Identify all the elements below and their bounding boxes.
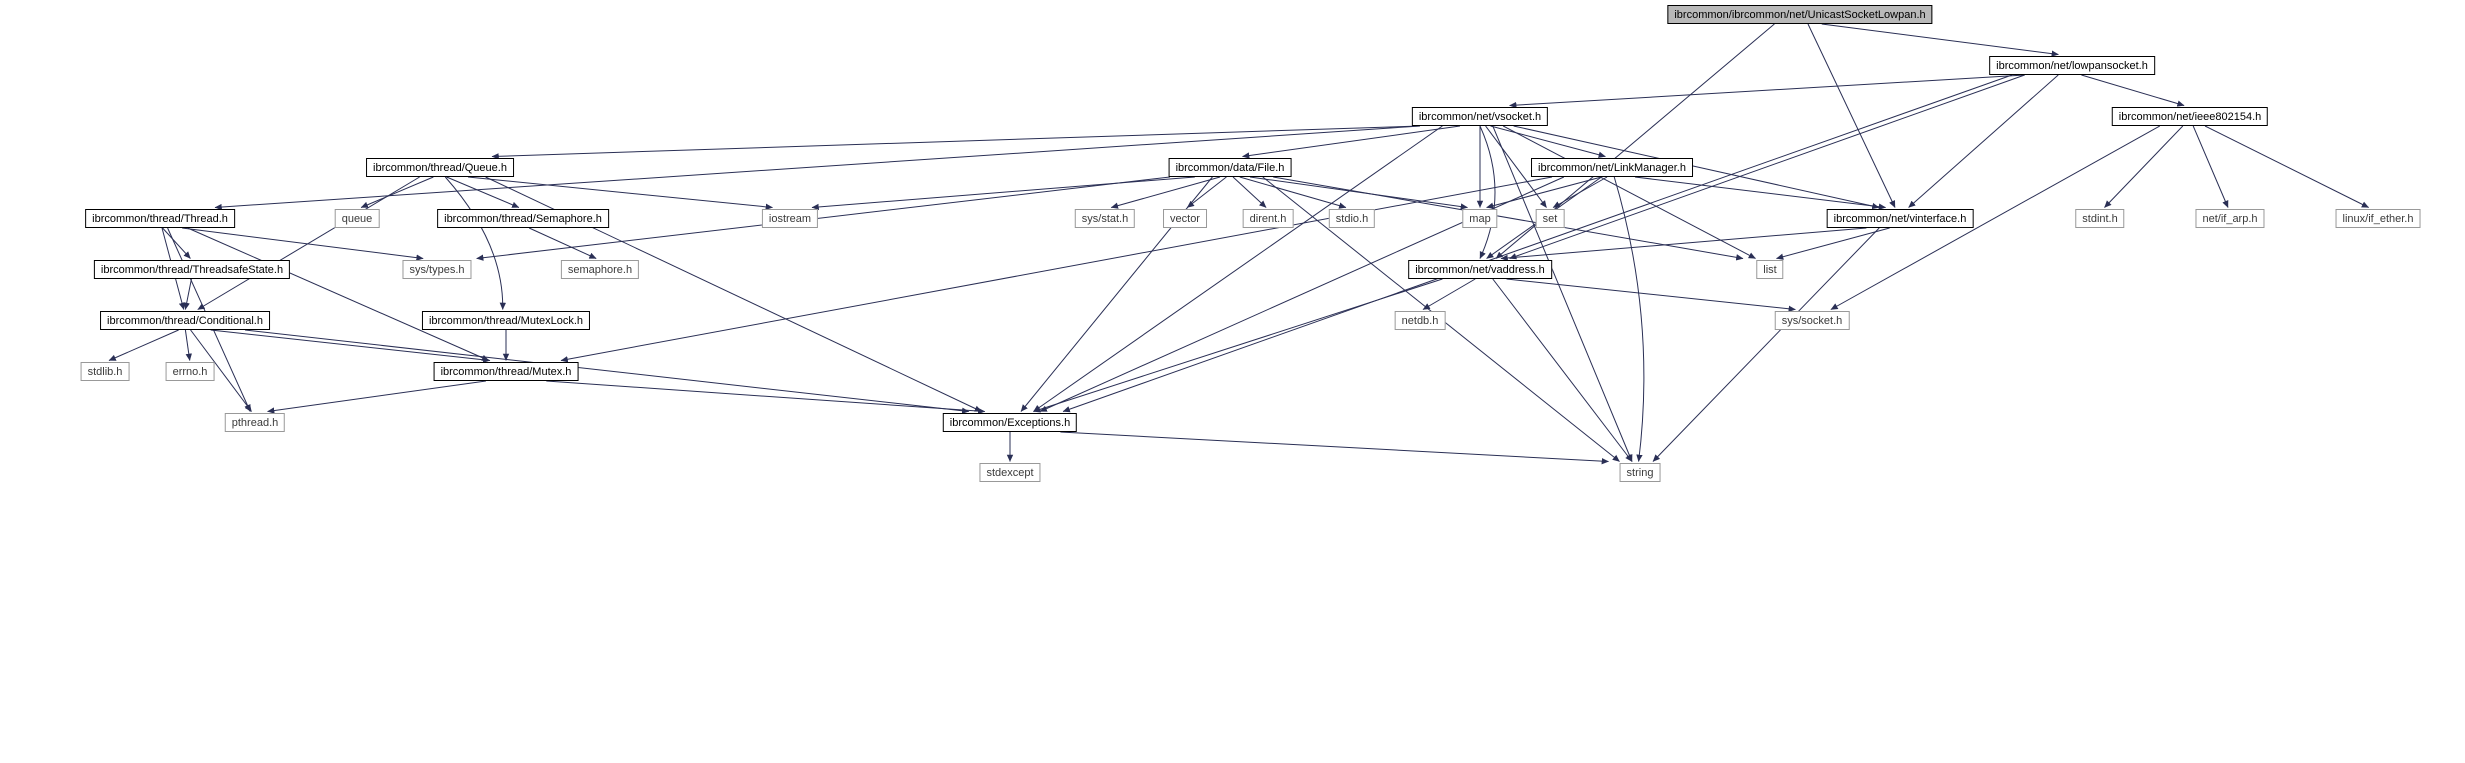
edge-file_h-sys_stat bbox=[1110, 176, 1221, 209]
edge-conditional-pthread bbox=[190, 329, 252, 412]
edge-vsocket-linkmanager bbox=[1490, 125, 1606, 158]
edge-ieee802154-if_arp bbox=[2192, 125, 2229, 208]
edge-ieee802154-if_ether bbox=[2204, 125, 2369, 208]
node-dirent: dirent.h bbox=[1242, 209, 1294, 228]
node-if_arp: net/if_arp.h bbox=[2195, 209, 2265, 228]
node-vsocket[interactable]: ibrcommon/net/vsocket.h bbox=[1411, 107, 1549, 126]
node-vinterface[interactable]: ibrcommon/net/vinterface.h bbox=[1826, 209, 1974, 228]
node-file_h[interactable]: ibrcommon/data/File.h bbox=[1168, 158, 1292, 177]
edge-vsocket-string bbox=[1492, 125, 1633, 462]
edge-vaddress-exceptions bbox=[1033, 278, 1443, 413]
node-sys_stat: sys/stat.h bbox=[1074, 209, 1136, 228]
edge-file_h-stdio bbox=[1239, 176, 1347, 209]
edge-vsocket-set bbox=[1485, 125, 1547, 208]
edge-ieee802154-stdint bbox=[2104, 125, 2184, 208]
node-netdb: netdb.h bbox=[1394, 311, 1446, 330]
node-errno: errno.h bbox=[165, 362, 215, 381]
node-stdint: stdint.h bbox=[2075, 209, 2125, 228]
node-queue_std: queue bbox=[334, 209, 380, 228]
edge-file_h-vector bbox=[1186, 176, 1227, 208]
edge-queue_h-iostream bbox=[467, 176, 773, 211]
edge-linkmanager-set bbox=[1552, 176, 1608, 208]
edge-file_h-exceptions bbox=[1020, 176, 1213, 412]
edge-mutex-pthread bbox=[267, 380, 486, 414]
edge-linkmanager-map bbox=[1486, 176, 1602, 209]
edge-file_h-list bbox=[1273, 176, 1744, 261]
edge-lowpansocket-ieee802154 bbox=[2081, 74, 2185, 107]
node-thread_h[interactable]: ibrcommon/thread/Thread.h bbox=[85, 209, 235, 228]
edge-semaphore_h-semaphore_std bbox=[528, 227, 597, 259]
edge-unicast-vinterface bbox=[1807, 23, 1896, 208]
node-list: list bbox=[1756, 260, 1784, 279]
node-pthread: pthread.h bbox=[224, 413, 286, 432]
edge-linkmanager-mutex bbox=[560, 176, 1553, 363]
edge-lowpansocket-vaddress bbox=[1509, 74, 2025, 260]
edge-lowpansocket-vsocket bbox=[1509, 74, 2025, 109]
edge-vinterface-string bbox=[1652, 227, 1880, 462]
node-mutexlock[interactable]: ibrcommon/thread/MutexLock.h bbox=[421, 311, 591, 330]
node-threadsafestate[interactable]: ibrcommon/thread/ThreadsafeState.h bbox=[93, 260, 291, 279]
node-vector: vector bbox=[1163, 209, 1207, 228]
node-stdexcept: stdexcept bbox=[979, 463, 1041, 482]
node-sys_socket: sys/socket.h bbox=[1774, 311, 1850, 330]
node-conditional[interactable]: ibrcommon/thread/Conditional.h bbox=[100, 311, 270, 330]
edge-lowpansocket-exceptions bbox=[1062, 74, 2013, 413]
edge-thread_h-mutex bbox=[187, 227, 490, 361]
edge-vsocket-list bbox=[1502, 125, 1756, 259]
node-lowpansocket[interactable]: ibrcommon/net/lowpansocket.h bbox=[1989, 56, 2155, 75]
edge-mutex-exceptions bbox=[546, 380, 986, 415]
edge-unicast-vaddress bbox=[1495, 23, 1775, 259]
edge-unicast-lowpansocket bbox=[1821, 23, 2059, 57]
edge-vsocket-thread_h bbox=[214, 125, 1421, 211]
edge-thread_h-sys_types bbox=[182, 227, 424, 261]
edge-conditional-mutex bbox=[210, 329, 491, 363]
edge-lowpansocket-vinterface bbox=[1908, 74, 2059, 208]
edge-queue_h-conditional bbox=[197, 176, 420, 310]
node-set: set bbox=[1535, 209, 1565, 228]
node-linkmanager[interactable]: ibrcommon/net/LinkManager.h bbox=[1531, 158, 1693, 177]
edge-vaddress-netdb bbox=[1422, 278, 1476, 310]
edge-vinterface-vaddress bbox=[1500, 227, 1867, 262]
edge-vaddress-sys_socket bbox=[1506, 278, 1796, 312]
edge-file_h-iostream bbox=[811, 176, 1195, 211]
edge-exceptions-string bbox=[1060, 431, 1609, 465]
node-unicast: ibrcommon/ibrcommon/net/UnicastSocketLow… bbox=[1667, 5, 1933, 24]
edge-queue_h-semaphore_h bbox=[446, 176, 520, 208]
node-map: map bbox=[1462, 209, 1498, 228]
node-ieee802154[interactable]: ibrcommon/net/ieee802154.h bbox=[2111, 107, 2269, 126]
node-stdio: stdio.h bbox=[1328, 209, 1376, 228]
edge-linkmanager-string bbox=[1613, 176, 1645, 462]
edge-vsocket-vaddress bbox=[1479, 125, 1496, 259]
node-stdlib: stdlib.h bbox=[80, 362, 130, 381]
edge-vsocket-file_h bbox=[1242, 125, 1461, 159]
edge-vinterface-list bbox=[1776, 227, 1890, 260]
node-semaphore_h[interactable]: ibrcommon/thread/Semaphore.h bbox=[437, 209, 609, 228]
node-vaddress[interactable]: ibrcommon/net/vaddress.h bbox=[1408, 260, 1552, 279]
node-iostream: iostream bbox=[761, 209, 819, 228]
node-exceptions[interactable]: ibrcommon/Exceptions.h bbox=[942, 413, 1078, 432]
edge-vsocket-exceptions bbox=[1033, 125, 1443, 412]
edge-queue_h-queue_std bbox=[360, 176, 434, 208]
edge-threadsafestate-conditional bbox=[183, 278, 192, 310]
edge-conditional-exceptions bbox=[244, 329, 970, 414]
edge-vsocket-vinterface bbox=[1513, 125, 1880, 210]
edge-ieee802154-sys_socket bbox=[1830, 125, 2161, 310]
edge-file_h-dirent bbox=[1232, 176, 1267, 208]
edge-thread_h-threadsafestate bbox=[162, 227, 191, 259]
edge-vaddress-string bbox=[1492, 278, 1633, 462]
edge-conditional-errno bbox=[184, 329, 192, 361]
edge-conditional-stdlib bbox=[108, 329, 179, 361]
edge-linkmanager-vinterface bbox=[1634, 176, 1886, 210]
node-mutex[interactable]: ibrcommon/thread/Mutex.h bbox=[433, 362, 579, 381]
node-queue_h[interactable]: ibrcommon/thread/Queue.h bbox=[366, 158, 514, 177]
edge-vsocket-queue_h bbox=[491, 125, 1421, 160]
edge-file_h-sys_types bbox=[476, 176, 1171, 261]
node-sys_types: sys/types.h bbox=[402, 260, 472, 279]
node-string: string bbox=[1619, 463, 1661, 482]
edge-queue_h-mutexlock bbox=[444, 176, 507, 310]
node-if_ether: linux/if_ether.h bbox=[2335, 209, 2421, 228]
node-semaphore_std: semaphore.h bbox=[560, 260, 640, 279]
